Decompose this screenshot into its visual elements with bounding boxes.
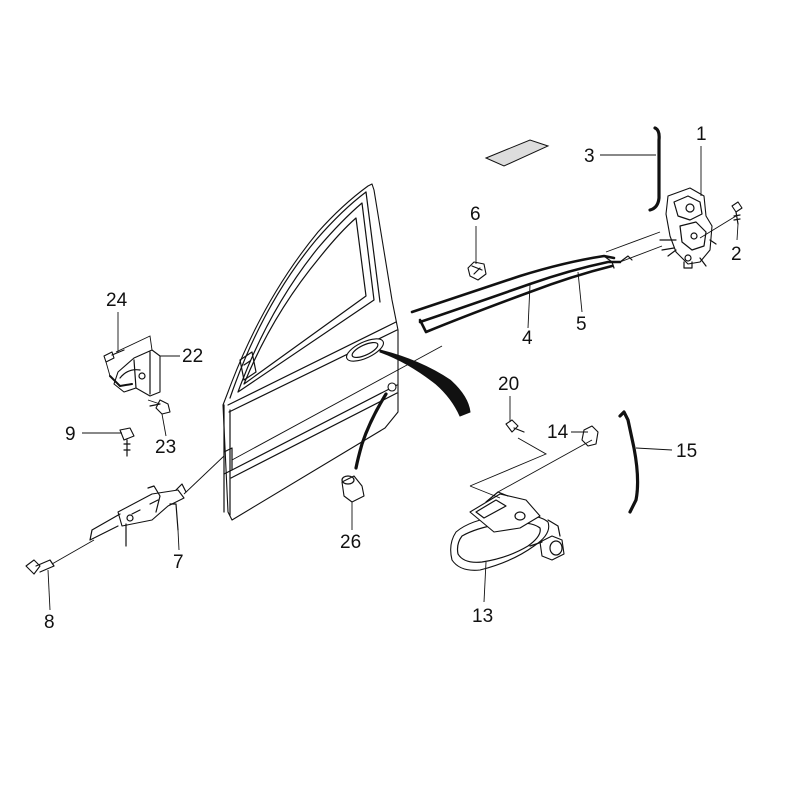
callout-3: 3 xyxy=(584,146,595,167)
assembly-lines xyxy=(51,215,737,565)
lock-rod xyxy=(648,126,661,212)
hinge-bolt-24 xyxy=(103,349,125,363)
door-check-link xyxy=(89,483,187,547)
callout-6: 6 xyxy=(470,204,481,225)
callout-20: 20 xyxy=(498,374,519,395)
insulator-pad xyxy=(484,139,550,167)
callout-23: 23 xyxy=(155,437,176,458)
rod-clip-14 xyxy=(581,425,599,447)
callout-13: 13 xyxy=(472,606,493,627)
outside-handle-rod xyxy=(618,410,640,514)
callout-leaders xyxy=(47,146,739,611)
inside-handle-cables xyxy=(410,254,633,334)
callout-1: 1 xyxy=(696,124,707,145)
callout-14: 14 xyxy=(547,422,569,443)
drain-tube xyxy=(354,392,388,470)
callout-15: 15 xyxy=(676,441,697,462)
callout-8: 8 xyxy=(44,612,55,633)
cable-clip xyxy=(467,261,487,281)
callout-24: 24 xyxy=(106,290,128,311)
callout-22: 22 xyxy=(182,346,203,367)
callout-5: 5 xyxy=(576,314,587,335)
callout-2: 2 xyxy=(731,244,742,265)
callout-7: 7 xyxy=(173,552,184,573)
check-link-bolt-8 xyxy=(25,559,55,575)
handle-pointer-wedge xyxy=(379,349,471,417)
handle-bolt-20 xyxy=(505,419,525,433)
callout-9: 9 xyxy=(65,424,76,445)
latch-screw xyxy=(731,201,743,225)
outside-door-handle xyxy=(450,491,561,571)
callout-4: 4 xyxy=(522,328,533,349)
lock-cylinder xyxy=(529,535,565,561)
front-door xyxy=(222,183,399,521)
callout-26: 26 xyxy=(340,532,361,553)
door-latch-assembly xyxy=(659,187,717,269)
door-hinge xyxy=(109,349,161,397)
check-link-bolt-9 xyxy=(119,427,135,457)
door-bumper xyxy=(341,475,365,503)
